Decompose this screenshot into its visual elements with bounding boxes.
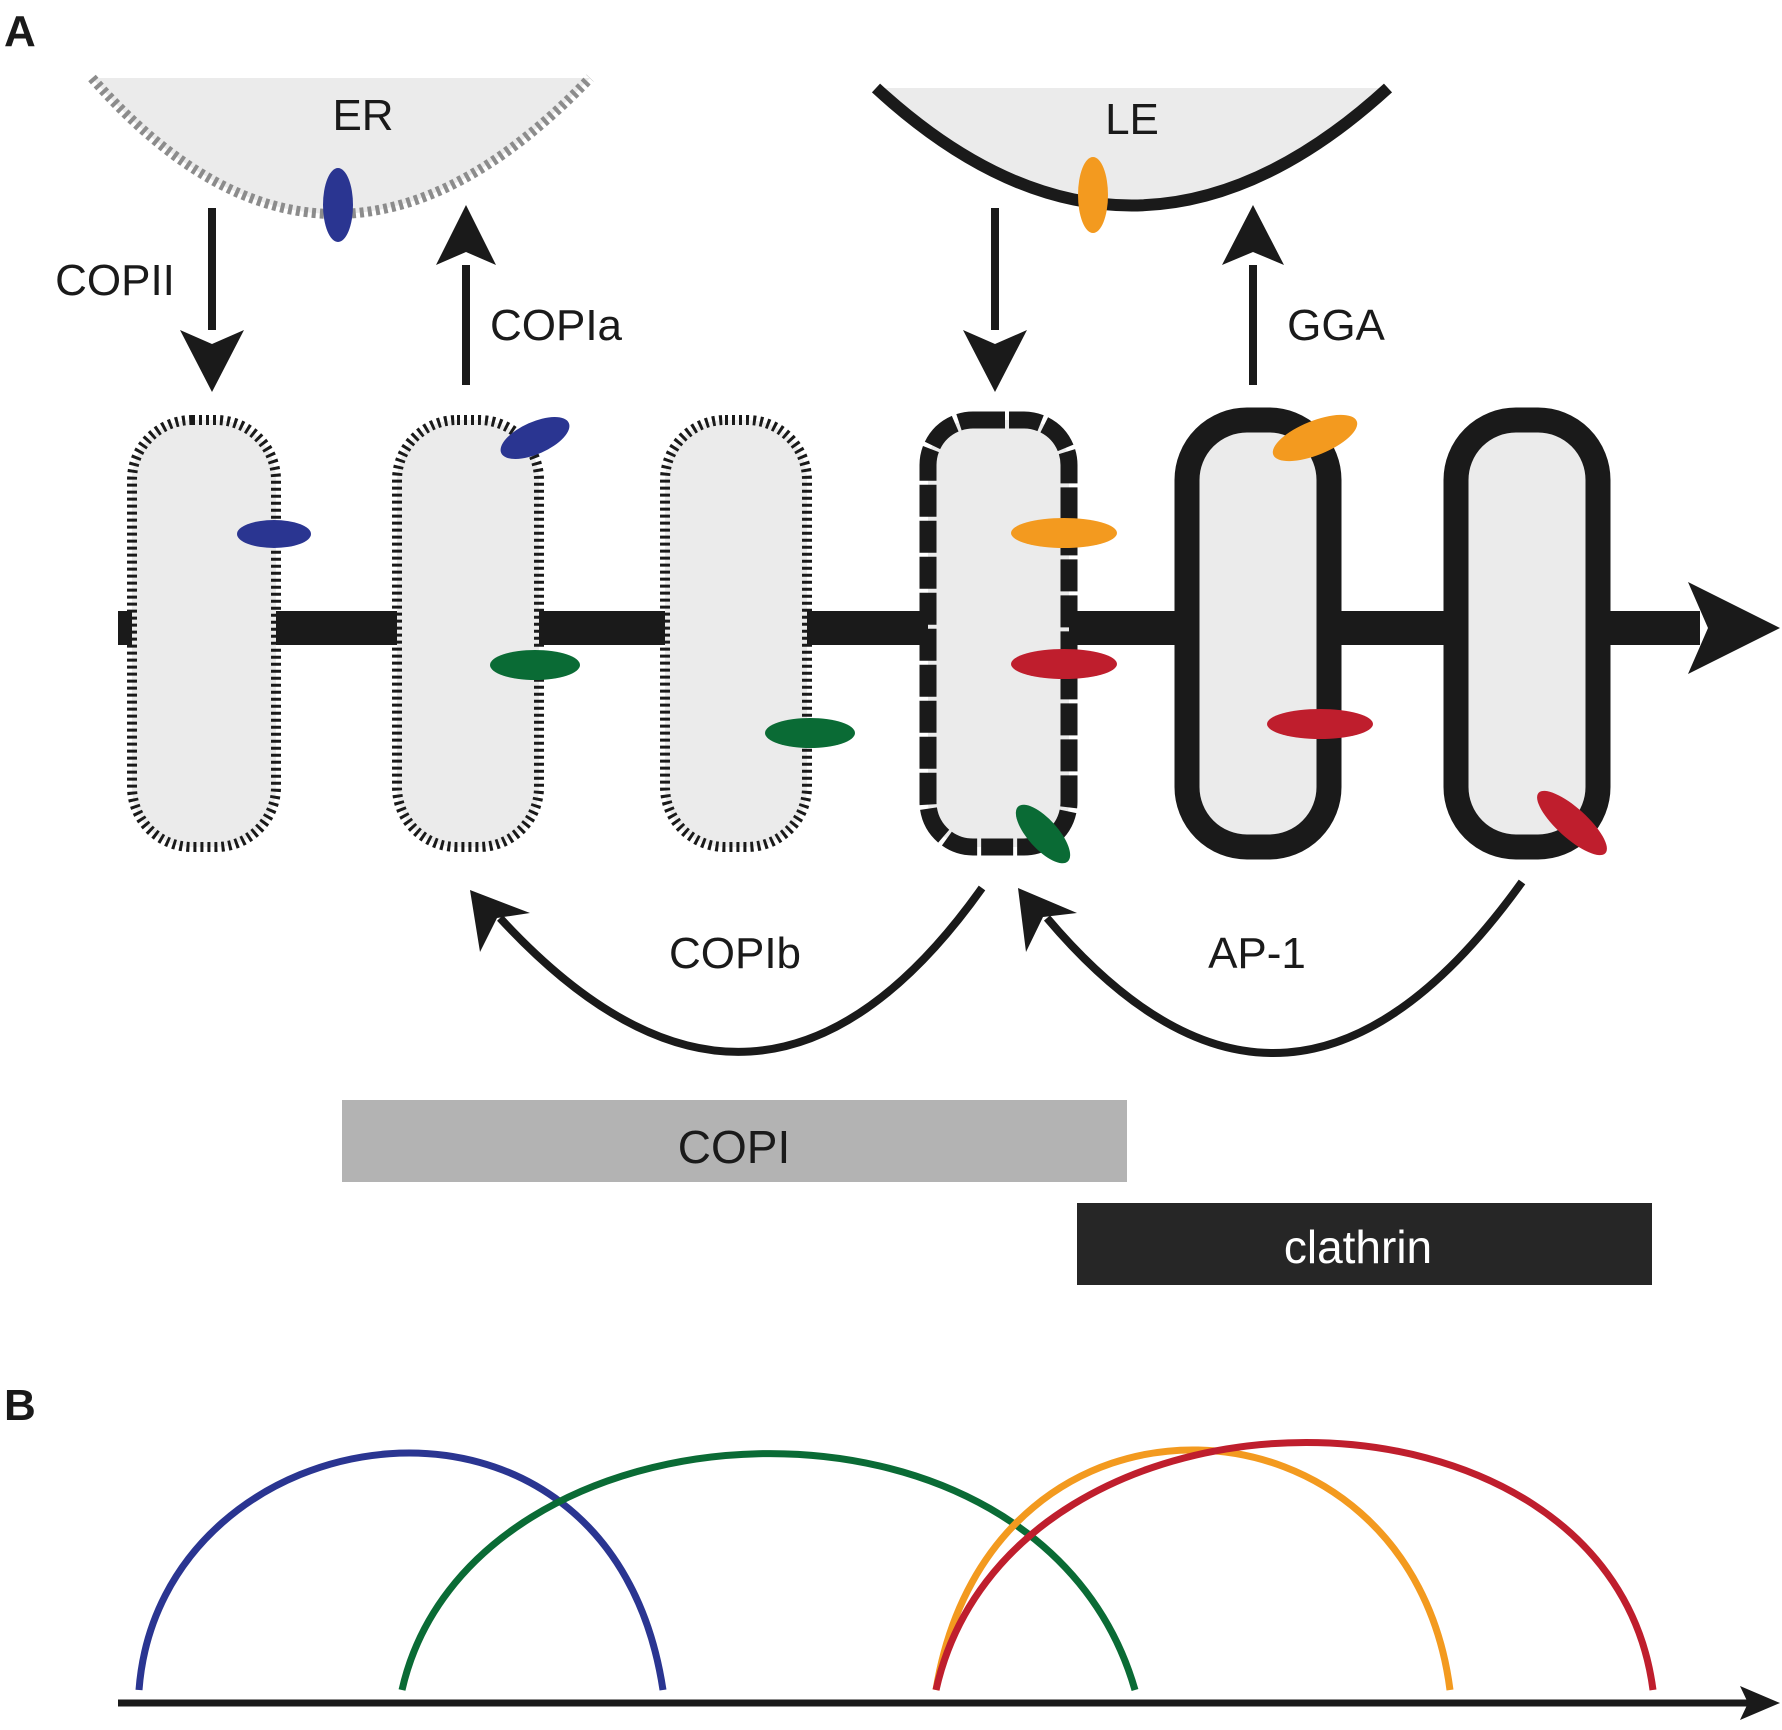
cisterna-5 — [1174, 407, 1342, 860]
arc-blue — [135, 1449, 667, 1691]
cargo-green-3 — [1015, 804, 1071, 864]
cisterna-2 — [392, 415, 544, 852]
clathrin-bar: clathrin — [1077, 1203, 1652, 1285]
cisterna-4 — [919, 411, 1078, 856]
curved-arrows — [470, 879, 1526, 1057]
arc-orange — [932, 1446, 1454, 1691]
le-cargo-orange — [1078, 157, 1108, 233]
le-compartment: LE — [871, 83, 1393, 233]
cisterna-6 — [1443, 407, 1611, 860]
copia-label: COPIa — [490, 301, 623, 350]
copib-arrow — [497, 885, 986, 1056]
er-label: ER — [332, 91, 393, 140]
arc-red — [932, 1439, 1657, 1691]
er-cargo-blue — [323, 168, 353, 242]
cargo-orange-2 — [1272, 414, 1358, 462]
ap1-arrow — [1043, 879, 1526, 1057]
cargo-blue-2 — [500, 417, 570, 459]
gga-label: GGA — [1287, 301, 1385, 350]
copi-bar-label: COPI — [678, 1121, 790, 1173]
copii-label: COPII — [55, 256, 175, 305]
arc-green — [398, 1450, 1139, 1691]
clathrin-bar-label: clathrin — [1284, 1221, 1432, 1273]
cargo-markers — [237, 414, 1607, 864]
timeline-axis — [118, 1686, 1780, 1720]
cargo-blue-1 — [237, 520, 311, 548]
cargo-red-1 — [1011, 649, 1117, 679]
panel-a-label: A — [4, 7, 36, 56]
le-label: LE — [1105, 95, 1159, 144]
cargo-green-2 — [765, 718, 855, 748]
copi-bar: COPI — [342, 1100, 1127, 1182]
cisterna-3 — [660, 415, 812, 852]
vertical-arrows — [180, 205, 1284, 392]
cargo-red-3 — [1537, 790, 1607, 856]
er-compartment: ER — [88, 74, 594, 242]
panel-b-label: B — [4, 1381, 36, 1430]
copib-label: COPIb — [669, 929, 801, 978]
cisterna-1 — [127, 415, 281, 852]
residence-arcs — [135, 1439, 1657, 1691]
cargo-green-1 — [490, 650, 580, 680]
transport-axis — [118, 582, 1780, 674]
cargo-orange-1 — [1011, 518, 1117, 548]
ap1-label: AP-1 — [1208, 929, 1306, 978]
cargo-red-2 — [1267, 709, 1373, 739]
